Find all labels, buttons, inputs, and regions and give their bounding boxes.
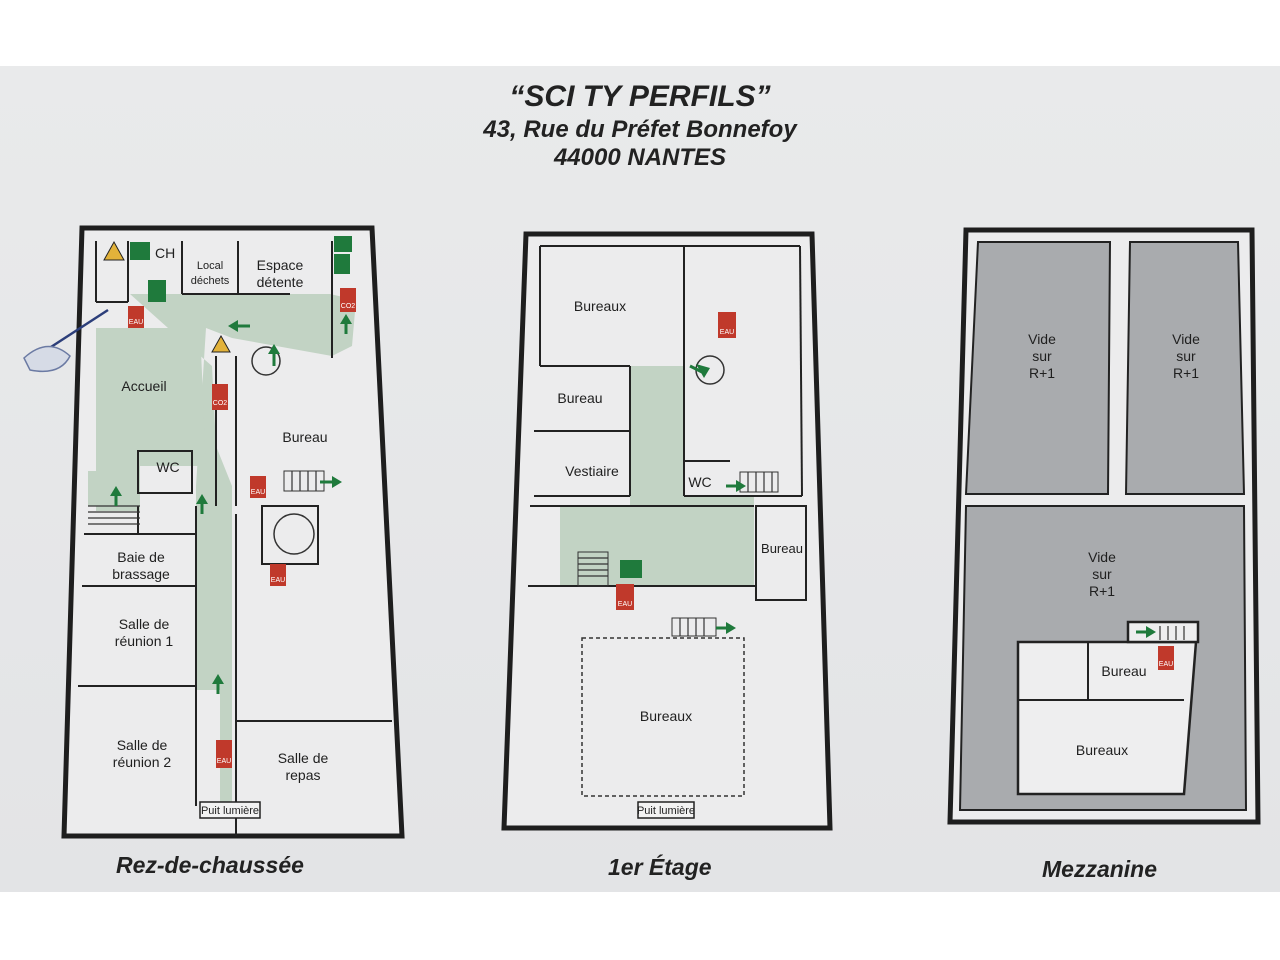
stairs-etage-left (577, 551, 609, 587)
exit-sign-icon (620, 560, 642, 578)
label-r1: R+1 (1089, 583, 1115, 599)
label-bureau-right: Bureau (761, 541, 803, 556)
label-local: Local (197, 260, 223, 272)
evacuation-arrow-icon (726, 480, 746, 492)
evacuation-arrow-icon (268, 344, 280, 366)
label-ch: CH (155, 245, 175, 261)
evacuation-arrow-icon (340, 314, 352, 334)
label-puit-rdc: Puit lumière (201, 805, 259, 817)
ext-label: EAU (618, 601, 632, 608)
label-wc-rdc: WC (156, 459, 179, 475)
floor-title-etage: 1er Étage (608, 854, 712, 880)
void-zone (1124, 241, 1246, 495)
label-vide: Vide (1172, 331, 1200, 347)
stairs-rdc-left (88, 505, 140, 525)
evacuation-arrow-icon (1136, 626, 1156, 638)
label-espace: Espace (257, 257, 304, 273)
label-baie: Baie de (117, 549, 165, 565)
exit-sign-icon (148, 280, 166, 302)
label-bureaux-main: Bureaux (640, 708, 692, 724)
warning-icon (211, 334, 231, 353)
extinguisher-icon (718, 312, 736, 338)
exit-sign-icon (334, 236, 352, 252)
plan-1er-etage: Puit lumière Bureaux Bureau Vestiaire (501, 231, 833, 831)
floor-title-mezzanine: Mezzanine (1042, 856, 1158, 882)
label-r1: R+1 (1029, 365, 1055, 381)
evacuation-arrow-icon (689, 364, 710, 378)
stairs-mezzanine (1159, 626, 1185, 640)
label-dechets: déchets (191, 275, 230, 287)
evacuation-arrow-icon (212, 674, 224, 694)
spiral-stair-icon (251, 346, 281, 376)
extinguisher-icon (270, 564, 286, 586)
floor-plans: Puit lumière CH Local déchets Espace dét… (23, 225, 1261, 839)
label-vide: Vide (1028, 331, 1056, 347)
label-vide: Vide (1088, 549, 1116, 565)
building-name: “SCI TY PERFILS” (509, 80, 771, 113)
label-r1: R+1 (1173, 365, 1199, 381)
exit-sign-icon (130, 242, 150, 260)
label-sur: sur (1092, 566, 1112, 582)
extinguisher-icon (250, 476, 266, 498)
warning-icon (103, 240, 125, 261)
open-space-outline (581, 637, 745, 797)
label-brassage: brassage (112, 566, 170, 582)
extinguisher-icon (212, 384, 228, 410)
extinguisher-icon (340, 288, 356, 312)
extinguisher-icon (128, 306, 144, 328)
extinguisher-icon (1158, 646, 1174, 670)
ext-label: EAU (1159, 661, 1173, 668)
evacuation-arrow-icon (320, 476, 342, 488)
city-line: 44000 NANTES (553, 144, 727, 171)
label-repas2: repas (285, 767, 320, 783)
label-bureaux-top: Bureaux (574, 298, 626, 314)
evacuation-arrow-icon (110, 486, 122, 506)
ext-label: CO2 (213, 400, 228, 407)
ext-label: EAU (129, 319, 143, 326)
extinguisher-icon (616, 584, 634, 610)
ext-label: EAU (217, 758, 231, 765)
plan-mezzanine: EAU Vide sur R+1 Vide sur R+1 Vide sur R… (947, 227, 1261, 825)
evacuation-arrow-icon (716, 622, 736, 634)
label-repas: Salle de (278, 750, 329, 766)
plan-board: “SCI TY PERFILS” 43, Rue du Préfet Bonne… (0, 66, 1280, 892)
ext-label: EAU (271, 577, 285, 584)
label-reunion2-num: réunion 2 (113, 754, 172, 770)
label-accueil: Accueil (121, 378, 166, 394)
void-zone (964, 241, 1112, 495)
address-line: 43, Rue du Préfet Bonnefoy (483, 116, 797, 143)
stairs-rdc-center (283, 470, 325, 492)
label-reunion1-num: réunion 1 (115, 633, 174, 649)
ext-label: CO2 (341, 303, 356, 310)
extinguisher-icon (216, 740, 232, 768)
spiral-stair-icon (273, 513, 315, 555)
label-bureau-rdc: Bureau (282, 429, 327, 445)
label-sur: sur (1032, 348, 1052, 364)
plan-rez-de-chaussee: Puit lumière CH Local déchets Espace dét… (23, 225, 405, 839)
evacuation-arrow-icon (196, 494, 208, 514)
label-wc-etage: WC (688, 474, 711, 490)
label-detente: détente (257, 274, 304, 290)
label-bureaux-mezz: Bureaux (1076, 742, 1128, 758)
label-bureau-mezz: Bureau (1101, 663, 1146, 679)
evacuation-arrow-icon (228, 320, 250, 332)
label-bureau-etage: Bureau (557, 390, 602, 406)
entrance-marker-icon (23, 345, 71, 373)
ext-label: EAU (720, 329, 734, 336)
label-vestiaire: Vestiaire (565, 463, 619, 479)
stairs-etage-right (739, 471, 779, 493)
floor-title-rdc: Rez-de-chaussée (116, 852, 304, 878)
label-reunion2: Salle de (117, 737, 168, 753)
label-sur: sur (1176, 348, 1196, 364)
exit-sign-icon (334, 254, 350, 274)
label-puit-etage: Puit lumière (637, 805, 695, 817)
ext-label: EAU (251, 489, 265, 496)
stairs-etage-center (671, 617, 717, 637)
label-reunion1: Salle de (119, 616, 170, 632)
